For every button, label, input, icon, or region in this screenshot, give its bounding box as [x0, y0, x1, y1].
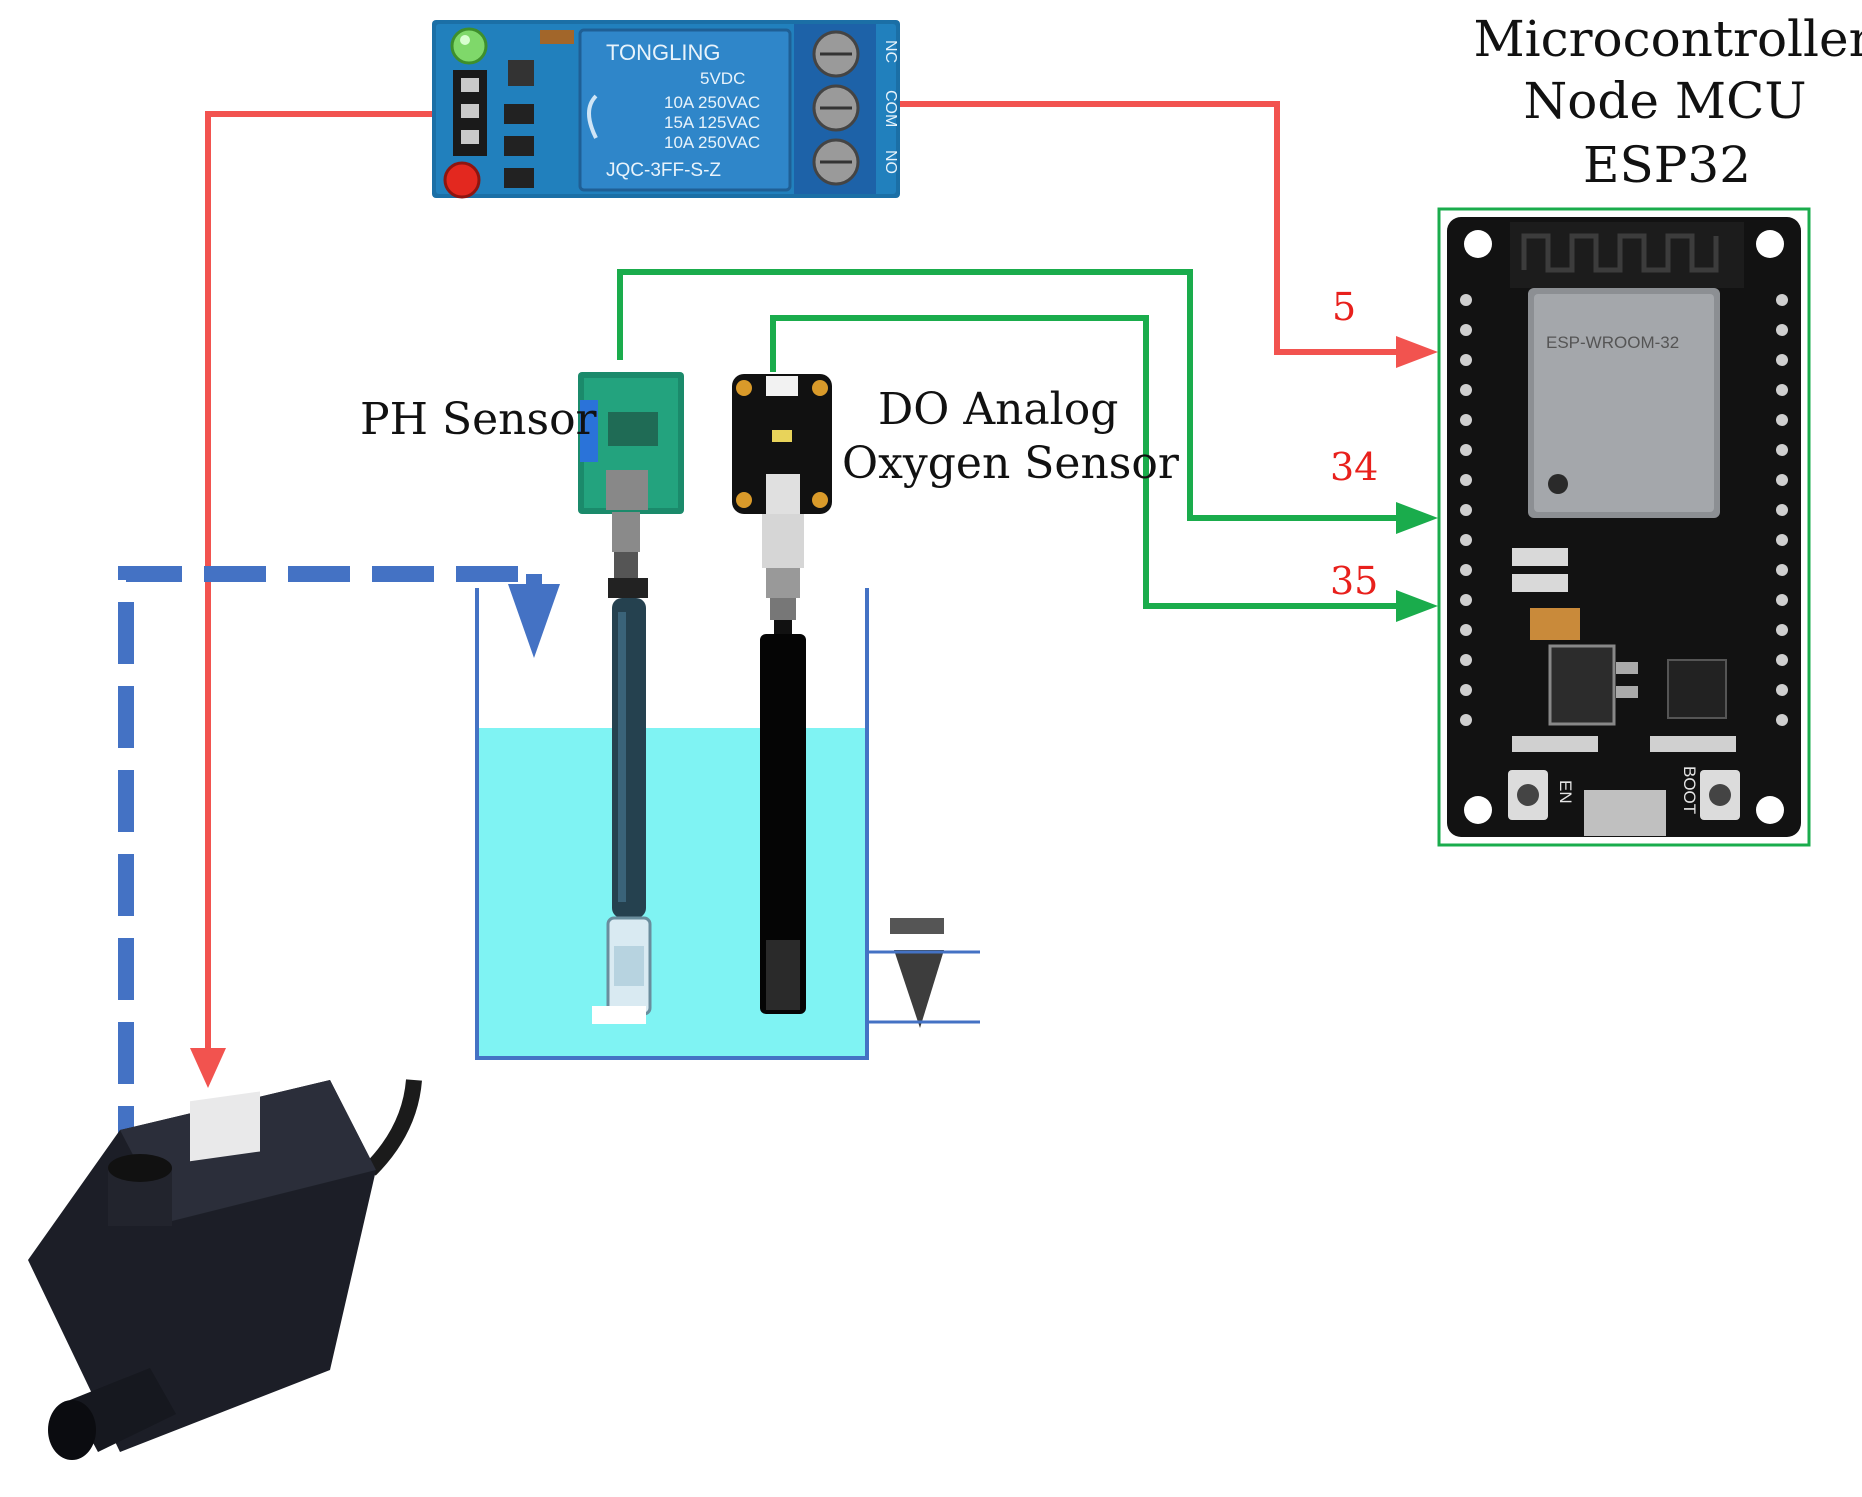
relay-model: JQC-3FF-S-Z [606, 160, 721, 181]
pump-arrowhead [190, 1048, 226, 1088]
pin-label-do: 35 [1330, 559, 1378, 603]
esp32-en-button-label: EN [1556, 780, 1575, 804]
relay-module-icon: TONGLING 5VDC 10A 250VAC 15A 125VAC 10A … [432, 20, 900, 199]
ph-sensor-label: PH Sensor [360, 394, 598, 445]
do-sensor-label-line1: DO Analog [878, 384, 1118, 435]
ph-to-mcu-wire [617, 269, 1400, 521]
do-to-mcu-arrowhead [1396, 590, 1438, 622]
water-tank [475, 588, 869, 1060]
ph-probe-icon [578, 372, 684, 1024]
relay-to-mcu-arrowhead [1396, 336, 1438, 368]
do-to-mcu-wire [770, 315, 1400, 609]
do-probe-icon [732, 374, 832, 1014]
pin-label-ph: 34 [1330, 445, 1378, 489]
relay-to-mcu-wire [900, 101, 1400, 355]
relay-voltage: 5VDC [700, 69, 745, 88]
relay-brand: TONGLING [606, 40, 721, 65]
water-pipe-icon [118, 566, 560, 1168]
relay-rating-2: 15A 125VAC [664, 113, 760, 132]
mcu-label-line3: ESP32 [1583, 136, 1751, 194]
relay-terminal-nc: NC [882, 40, 899, 63]
relay-terminal-no: NO [882, 150, 899, 174]
ph-to-mcu-arrowhead [1396, 502, 1438, 534]
relay-terminal-com: COM [882, 90, 899, 127]
esp32-module-name: ESP-WROOM-32 [1546, 333, 1679, 352]
do-sensor-label-line2: Oxygen Sensor [842, 438, 1180, 489]
pin-label-relay: 5 [1332, 285, 1356, 329]
esp32-left-pins [1460, 294, 1472, 726]
relay-to-pump-wire [205, 111, 432, 1052]
esp32-right-pins [1776, 294, 1788, 726]
relay-rating-1: 10A 250VAC [664, 93, 760, 112]
relay-rating-3: 10A 250VAC [664, 133, 760, 152]
esp32-board-icon: ESP-WROOM-32 EN B [1437, 207, 1811, 847]
mcu-label-line2: Node MCU [1524, 72, 1807, 130]
esp32-boot-button-label: BOOT [1680, 766, 1699, 814]
water-pump-icon [28, 1079, 422, 1460]
water-level-icon [867, 918, 980, 1028]
mcu-label-line1: Microcontroller [1473, 10, 1862, 68]
